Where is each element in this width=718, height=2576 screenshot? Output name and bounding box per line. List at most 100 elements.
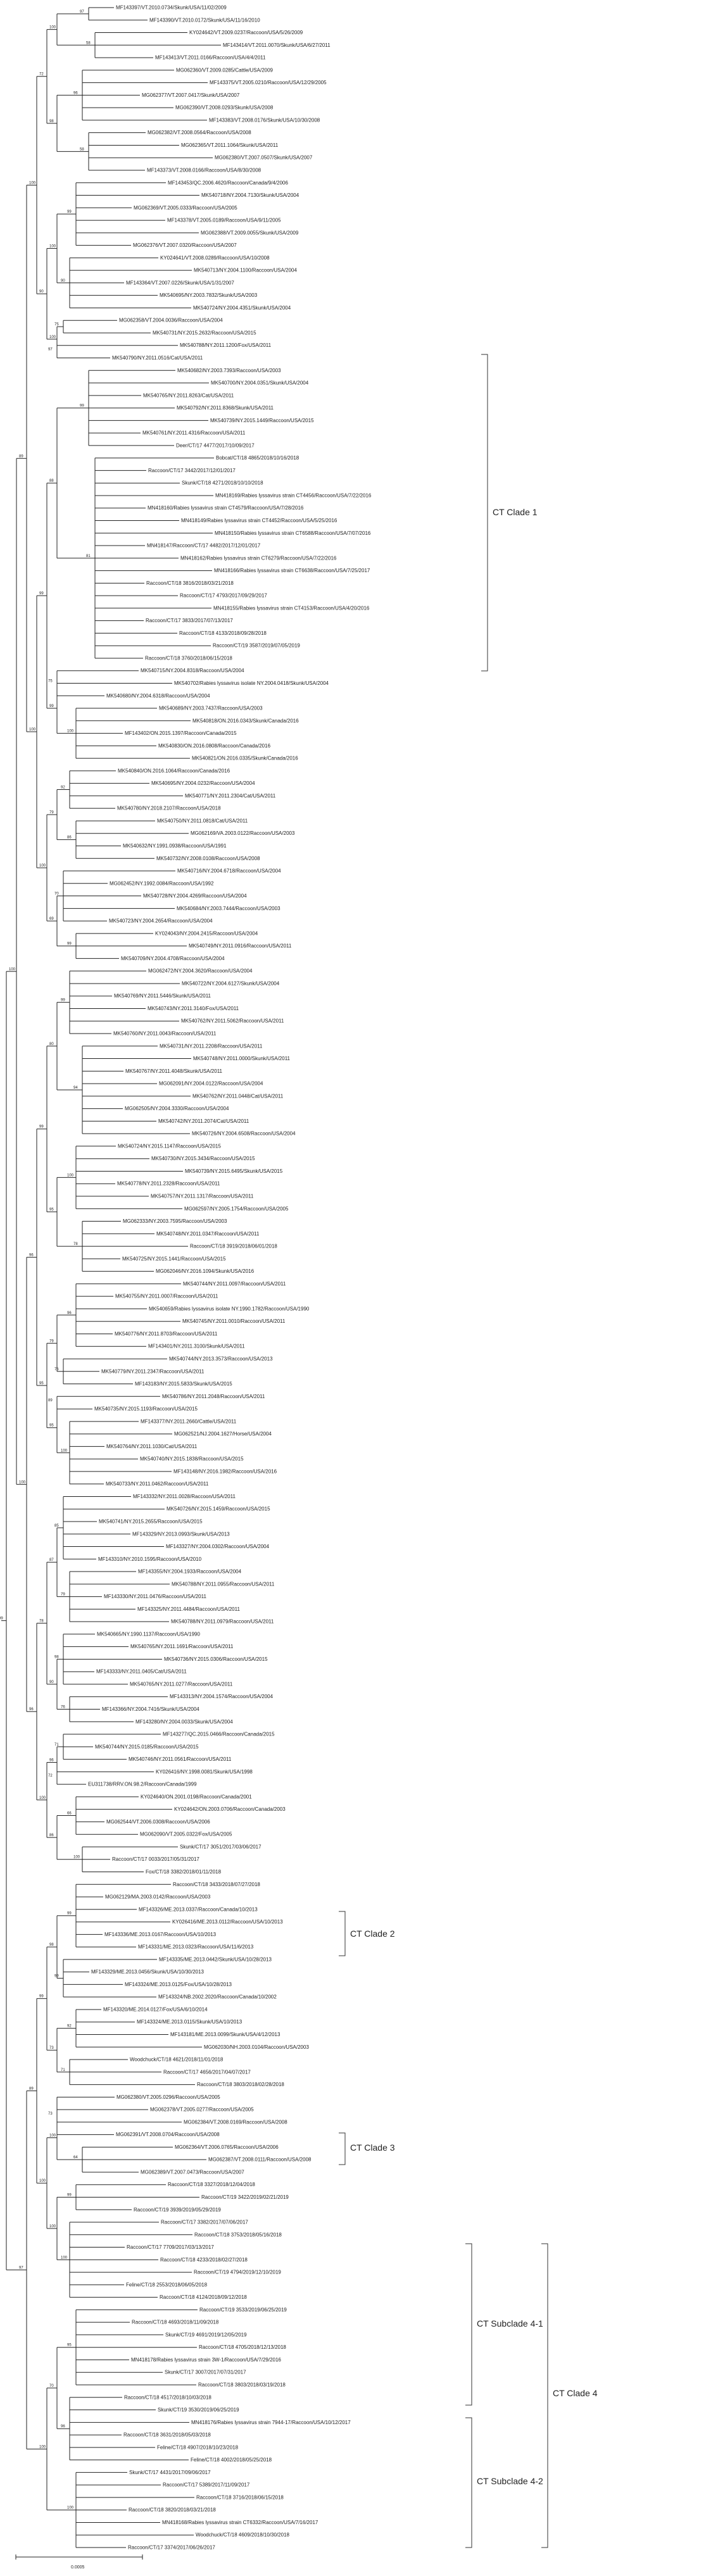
clade-3-label: CT Clade 3	[350, 2142, 395, 2153]
leaf-label: Raccoon/CT/18 4693/2018/11/09/2018	[132, 2320, 219, 2325]
leaf-label: MK540818/ON.2016.0343/Skunk/Canada/2016	[192, 718, 299, 723]
leaf-label: Raccoon/CT/19 4794/2019/12/10/2019	[194, 2270, 281, 2275]
leaf-label: Skunk/CT/19 4691/2019/12/05/2019	[165, 2332, 247, 2337]
leaf-label: MK540745/NY.2011.0010/Raccoon/USA/2011	[182, 1318, 286, 1324]
leaf-label: MK540788/NY.2011.0955/Raccoon/USA/2011	[172, 1581, 275, 1587]
leaf-label: MK540725/NY.2015.1441/Raccoon/USA/2015	[122, 1256, 226, 1261]
leaf-label: MK540749/NY.2011.0916/Raccoon/USA/2011	[189, 943, 292, 949]
leaf-label: Raccoon/CT/17 3374/2017/06/26/2017	[128, 2545, 215, 2551]
leaf-label: Fox/CT/18 3382/2018/01/11/2018	[146, 1869, 222, 1875]
leaf-label: KY026416/ME.2013.0112/Raccoon/USA/10/201…	[172, 1919, 283, 1925]
bootstrap-value: 90	[61, 279, 65, 283]
leaf-label: MK540744/NY.2011.0097/Raccoon/USA/2011	[183, 1281, 286, 1287]
leaf-label: MK540748/NY.2011.0000/Skunk/USA/2011	[193, 1056, 291, 1061]
leaf-label: MK540741/NY.2015.2655/Raccoon/USA/2015	[99, 1518, 203, 1524]
leaf-label: Raccoon/CT/18 4705/2018/12/13/2018	[199, 2344, 286, 2350]
bootstrap-value: 100	[39, 2179, 46, 2183]
leaf-label: MG062544/VT.2006.0308/Raccoon/USA/2006	[106, 1819, 210, 1825]
leaf-label: MG062369/VT.2005.0333/Raccoon/USA/2005	[134, 205, 237, 211]
leaf-label: MK540726/NY.2004.6508/Raccoon/USA/2004	[192, 1131, 296, 1137]
leaf-label: Skunk/CT/17 4431/2017/09/06/2017	[129, 2470, 211, 2475]
leaf-label: MK540771/NY.2011.2304/Cat/USA/2011	[185, 793, 276, 799]
leaf-label: MK540746/NY.2011.0561/Raccoon/USA/2011	[129, 1756, 232, 1762]
leaf-label: MK540780/NY.2018.2107/Raccoon/USA/2018	[117, 806, 221, 811]
leaf-label: Raccoon/CT/17 7709/2017/03/13/2017	[127, 2244, 214, 2250]
leaf-label: Raccoon/CT/17 5389/2017/11/09/2017	[163, 2482, 250, 2488]
bootstrap-value: 99	[0, 1617, 3, 1621]
leaf-label: MG062030/NH.2003.0104/Raccoon/USA/2003	[204, 2044, 309, 2050]
leaf-label: Feline/CT/18 4907/2018/10/23/2018	[157, 2444, 239, 2450]
leaf-label: MF143183/NY.2015.5833/Skunk/USA/2015	[135, 1381, 232, 1387]
clade-2-label: CT Clade 2	[350, 1929, 395, 1939]
clade-4-label: CT Clade 4	[553, 2388, 598, 2398]
bootstrap-value: 99	[67, 1912, 72, 1916]
leaf-label: MF143332/NY.2011.0028/Raccoon/USA/2011	[133, 1494, 236, 1499]
bootstrap-value: 96	[67, 1311, 72, 1315]
leaf-label: Raccoon/CT/19 3587/2019/07/05/2019	[213, 643, 300, 649]
bootstrap-value: 89	[29, 2087, 34, 2091]
bootstrap-value: 79	[49, 1339, 54, 1343]
leaf-label: MG062472/NY.2004.3620/Raccoon/USA/2004	[148, 968, 253, 974]
leaf-label: MK540757/NY.2011.1317/Raccoon/USA/2011	[151, 1194, 254, 1199]
leaf-label: MK540739/NY.2015.6495/Skunk/USA/2015	[185, 1168, 283, 1174]
scale-bar: 0.0005	[15, 2554, 143, 2570]
leaf-label: MK540665/NY.1990.1137/Raccoon/USA/1990	[97, 1631, 200, 1637]
bootstrap-value: 95	[39, 1382, 44, 1385]
bootstrap-value: 99	[67, 942, 72, 946]
leaf-label: KY024640/ON.2001.0198/Raccoon/Canada/200…	[141, 1794, 252, 1799]
leaf-label: MK540724/NY.2004.4351/Skunk/USA/2004	[193, 305, 291, 311]
bootstrap-value: 92	[67, 2025, 72, 2029]
bootstrap-value: 73	[49, 2046, 54, 2050]
leaf-label: MN418178/Rabies lyssavirus strain 3W-1/R…	[131, 2357, 281, 2363]
leaf-label: MG062521/NJ.2004.1627/Horse/USA/2004	[174, 1431, 272, 1437]
leaf-label: MF143324/ME.2013.0115/Skunk/USA/10/2013	[137, 2019, 242, 2025]
bootstrap-value: 100	[39, 1796, 46, 1800]
leaf-label: MK540769/NY.2011.5446/Skunk/USA/2011	[114, 993, 211, 999]
leaf-label: EU311738/RRV.ON.98.2/Raccoon/Canada/1999	[88, 1782, 197, 1787]
bootstrap-value: 95	[67, 2344, 72, 2348]
leaf-label: MK540718/NY.2004.7130/Skunk/USA/2004	[201, 192, 299, 198]
bootstrap-value: 100	[29, 728, 36, 732]
leaf-label: MK540732/NY.2008.0108/Raccoon/USA/2008	[156, 856, 260, 861]
leaf-label: MG062387/VT.2008.0111/Raccoon/USA/2008	[208, 2157, 312, 2163]
leaf-label: Raccoon/CT/19 3939/2019/05/29/2019	[134, 2207, 221, 2213]
bootstrap-value: 100	[49, 2225, 56, 2229]
leaf-label: MK540680/NY.2004.6318/Raccoon/USA/2004	[106, 693, 210, 699]
leaf-label: MF143390/VT.2010.0172/Skunk/USA/11/16/20…	[149, 17, 260, 23]
leaf-label: MK540713/NY.2004.1100/Raccoon/USA/2004	[194, 268, 297, 273]
bootstrap-value: 87	[49, 1558, 54, 1562]
leaf-label: MK540788/NY.2011.0979/Raccoon/USA/2011	[171, 1619, 274, 1625]
bootstrap-value: 89	[48, 1399, 53, 1403]
leaf-label: MF143402/ON.2015.1397/Raccoon/Canada/201…	[125, 730, 237, 736]
leaf-label: Raccoon/CT/18 4517/2018/10/03/2018	[124, 2394, 211, 2400]
leaf-label: MK540779/NY.2011.2347/Raccoon/USA/2011	[101, 1368, 205, 1374]
bootstrap-value: 70	[54, 892, 59, 896]
bootstrap-value: 88	[49, 479, 54, 483]
bootstrap-value: 100	[49, 335, 56, 339]
leaf-label: Deer/CT/17 4477/2017/10/09/2017	[176, 442, 255, 448]
bootstrap-value: 90	[49, 1680, 54, 1684]
bootstrap-value: 75	[48, 679, 53, 683]
leaf-label: Raccoon/CT/18 3753/2018/05/16/2018	[194, 2232, 282, 2237]
leaf-label: Raccoon/CT/18 3631/2018/05/03/2018	[123, 2432, 211, 2438]
clade-1-label: CT Clade 1	[493, 507, 538, 517]
subclade-4-1-label: CT Subclade 4-1	[477, 2318, 543, 2329]
bootstrap-value: 72	[39, 73, 44, 77]
leaf-label: MK540689/NY.2003.7437/Raccoon/USA/2003	[159, 706, 263, 711]
leaf-label: MK540821/ON.2016.0335/Skunk/Canada/2016	[192, 756, 298, 761]
leaf-label: MF143383/VT.2008.0176/Skunk/USA/10/30/20…	[209, 117, 320, 123]
leaf-label: MF143329/ME.2013.0456/Skunk/USA/10/30/20…	[91, 1969, 204, 1975]
leaf-label: MK540750/NY.2011.0818/Cat/USA/2011	[157, 818, 248, 823]
bootstrap-value: 58	[86, 41, 91, 45]
leaf-label: MF143333/NY.2011.0405/Cat/USA/2011	[96, 1669, 187, 1675]
bootstrap-value: 99	[39, 592, 44, 596]
leaf-label: Raccoon/CT/18 3816/2018/03/21/2018	[146, 580, 234, 586]
leaf-label: MF143335/ME.2013.0442/Skunk/USA/10/28/20…	[159, 1956, 272, 1962]
leaf-label: MN418169/Rabies lyssavirus strain CT4456…	[215, 492, 372, 498]
leaf-label: MK540744/NY.2013.3573/Raccoon/USA/2013	[169, 1356, 273, 1361]
leaf-label: MN418155/Rabies lyssavirus strain CT4153…	[213, 605, 370, 611]
leaf-label: MK540755/NY.2011.0007/Raccoon/USA/2011	[115, 1294, 218, 1299]
leaf-label: MG062358/VT.2004.0036/Raccoon/USA/2004	[119, 318, 223, 323]
bootstrap-value: 100	[67, 730, 74, 734]
